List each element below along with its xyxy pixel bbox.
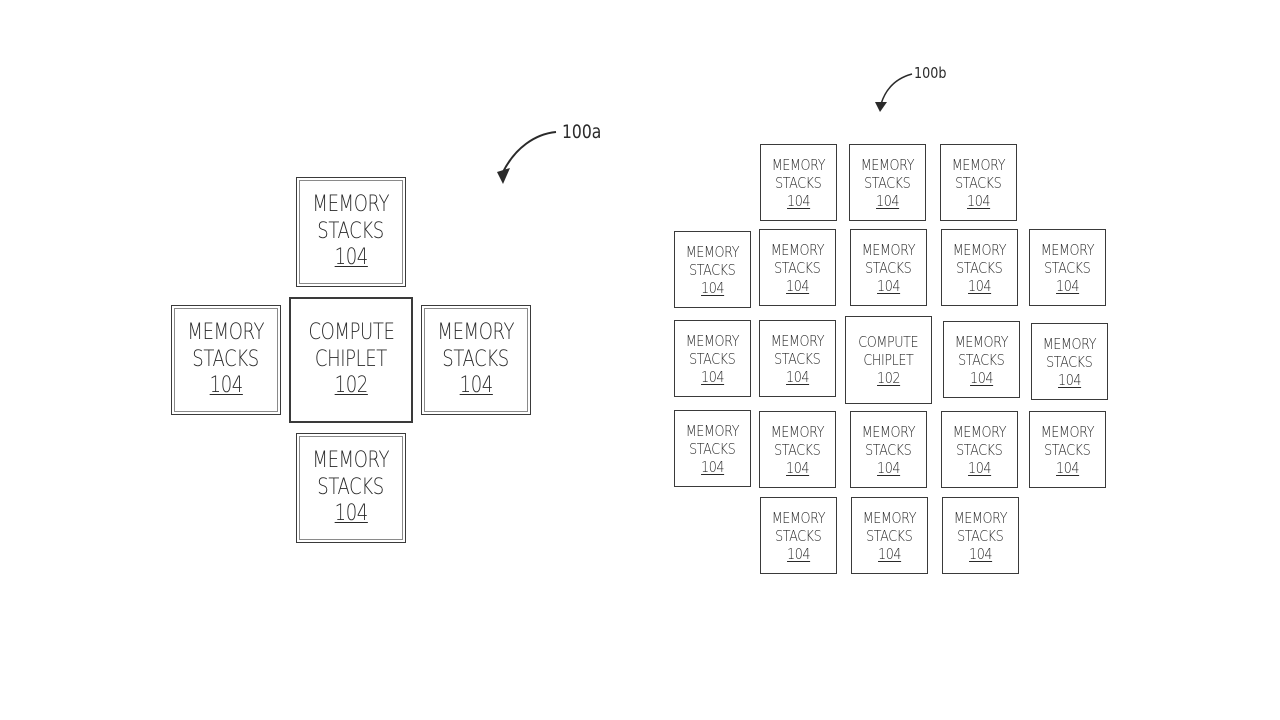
arrow-100a <box>502 131 557 173</box>
arrow-100b-head <box>875 102 887 112</box>
figure-a-compute-chiplet: COMPUTE CHIPLET 102 <box>289 297 413 423</box>
figure-a-memory-stacks-left: MEMORY STACKS 104 <box>171 305 281 415</box>
figure-a-memory-stacks-top: MEMORY STACKS 104 <box>296 177 406 287</box>
arrow-100b <box>880 73 913 105</box>
figure-b-reference-label: 100b <box>914 64 947 82</box>
figure-a-memory-stacks-right: MEMORY STACKS 104 <box>421 305 531 415</box>
figure-a-memory-stacks-bottom: MEMORY STACKS 104 <box>296 433 406 543</box>
figure-a-reference-label: 100a <box>562 121 602 143</box>
arrow-100a-head <box>497 168 510 184</box>
